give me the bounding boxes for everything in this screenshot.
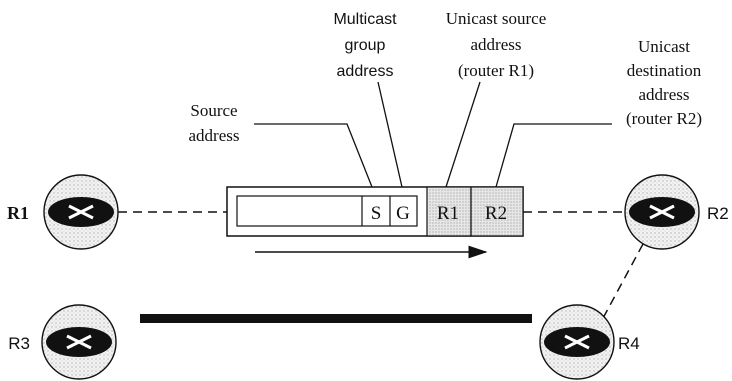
- router-r4: R4: [539, 304, 640, 380]
- field-s: S: [371, 203, 382, 224]
- leader-lines: [254, 81, 612, 188]
- svg-text:address: address: [189, 126, 240, 145]
- svg-text:destination: destination: [627, 61, 702, 80]
- field-r1: R1: [437, 203, 459, 224]
- router-icon: [539, 304, 615, 380]
- unicast-destination-label: Unicast destination address (router R2): [626, 37, 702, 128]
- svg-text:Unicast source: Unicast source: [446, 9, 547, 28]
- svg-text:Unicast: Unicast: [638, 37, 690, 56]
- field-r1-box: [426, 186, 472, 237]
- svg-text:group: group: [345, 37, 386, 54]
- unicast-source-label: Unicast source address (router R1): [446, 9, 547, 80]
- svg-text:Source: Source: [190, 101, 237, 120]
- router-icon: [43, 174, 119, 250]
- router-r3-label: R3: [8, 334, 30, 353]
- field-r2: R2: [485, 203, 507, 224]
- source-leader-line: [254, 123, 373, 188]
- router-r2-label: R2: [707, 204, 729, 223]
- inner-packet: [236, 195, 418, 227]
- svg-text:address: address: [337, 63, 394, 80]
- field-g: G: [396, 203, 410, 224]
- link-r2-r4: [601, 243, 644, 321]
- router-r4-label: R4: [618, 334, 640, 353]
- router-icon: [41, 304, 117, 380]
- router-icon: [624, 174, 700, 250]
- shared-link-bar: [140, 314, 532, 323]
- router-r3: R3: [8, 304, 117, 380]
- source-address-label: Source address: [189, 101, 240, 145]
- router-r1: R1: [7, 174, 119, 250]
- svg-text:Multicast: Multicast: [333, 11, 397, 28]
- svg-text:(router R2): (router R2): [626, 109, 702, 128]
- group-leader-line: [377, 81, 403, 188]
- encapsulated-packet: S G R1 R2: [226, 186, 524, 237]
- network-links: [118, 211, 644, 321]
- router-r1-label: R1: [7, 203, 29, 223]
- unicast-destination-leader-line: [495, 123, 612, 188]
- svg-text:(router R1): (router R1): [458, 61, 534, 80]
- unicast-source-leader-line: [445, 81, 481, 188]
- svg-text:address: address: [471, 35, 522, 54]
- multicast-group-label: Multicast group address: [333, 11, 397, 80]
- svg-text:address: address: [639, 85, 690, 104]
- field-r2-box: [470, 186, 524, 237]
- router-r2: R2: [624, 174, 729, 250]
